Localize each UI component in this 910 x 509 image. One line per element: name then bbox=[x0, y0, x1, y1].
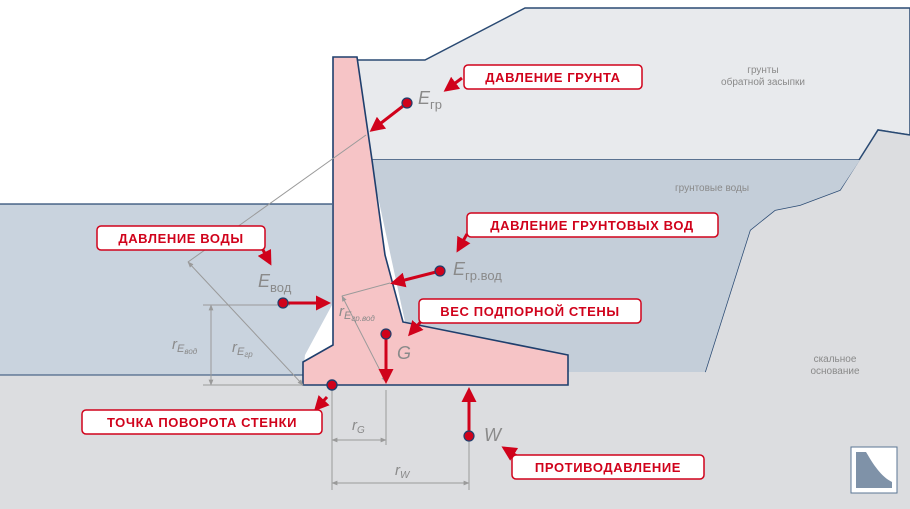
zone-bedrock-line1: скальное bbox=[814, 354, 857, 365]
svg-text:ДАВЛЕНИЕ ГРУНТОВЫХ ВОД: ДАВЛЕНИЕ ГРУНТОВЫХ ВОД bbox=[490, 218, 694, 233]
force-water-arrow bbox=[277, 295, 331, 311]
symbol-e-water: Eвод bbox=[258, 271, 292, 295]
label-wall-weight: ВЕС ПОДПОРНОЙ СТЕНЫ bbox=[418, 298, 642, 324]
svg-text:ТОЧКА ПОВОРОТА СТЕНКИ: ТОЧКА ПОВОРОТА СТЕНКИ bbox=[107, 415, 297, 430]
zone-backfill-line1: грунты bbox=[747, 65, 778, 76]
force-groundwater-arrow bbox=[390, 265, 446, 288]
label-uplift: ПРОТИВОДАВЛЕНИЕ bbox=[511, 454, 705, 480]
symbol-e-groundwater: Eгр.вод bbox=[453, 259, 502, 283]
symbol-g: G bbox=[397, 343, 411, 363]
force-weight-arrow bbox=[378, 328, 394, 384]
svg-text:ВЕС ПОДПОРНОЙ СТЕНЫ: ВЕС ПОДПОРНОЙ СТЕНЫ bbox=[440, 304, 619, 319]
svg-text:ДАВЛЕНИЕ ГРУНТА: ДАВЛЕНИЕ ГРУНТА bbox=[485, 70, 620, 85]
svg-text:ДАВЛЕНИЕ ВОДЫ: ДАВЛЕНИЕ ВОДЫ bbox=[118, 231, 243, 246]
retaining-wall-logo-icon bbox=[850, 446, 898, 494]
dim-r-e-soil: rEгр bbox=[232, 339, 253, 359]
label-pivot-point: ТОЧКА ПОВОРОТА СТЕНКИ bbox=[81, 409, 323, 435]
force-uplift-arrow bbox=[461, 387, 477, 442]
label-groundwater-pressure: ДАВЛЕНИЕ ГРУНТОВЫХ ВОД bbox=[466, 212, 719, 238]
dim-r-e-water: rEвод bbox=[172, 336, 198, 356]
pivot-point-marker bbox=[326, 379, 338, 391]
zone-groundwater: грунтовые воды bbox=[675, 183, 749, 194]
zone-backfill-line2: обратной засыпки bbox=[721, 76, 805, 88]
label-soil-pressure: ДАВЛЕНИЕ ГРУНТА bbox=[463, 64, 643, 90]
symbol-w: W bbox=[484, 425, 503, 445]
dim-r-g: rG bbox=[352, 417, 365, 436]
svg-text:ПРОТИВОДАВЛЕНИЕ: ПРОТИВОДАВЛЕНИЕ bbox=[535, 460, 681, 475]
dim-r-w: rW bbox=[395, 462, 411, 481]
label-water-pressure: ДАВЛЕНИЕ ВОДЫ bbox=[96, 225, 266, 251]
zone-bedrock-line2: основание bbox=[810, 366, 860, 377]
dim-r-e-groundwater: rEгр.вод bbox=[339, 303, 375, 323]
symbol-e-soil: Eгр bbox=[418, 88, 442, 112]
force-soil-arrow bbox=[369, 97, 413, 132]
